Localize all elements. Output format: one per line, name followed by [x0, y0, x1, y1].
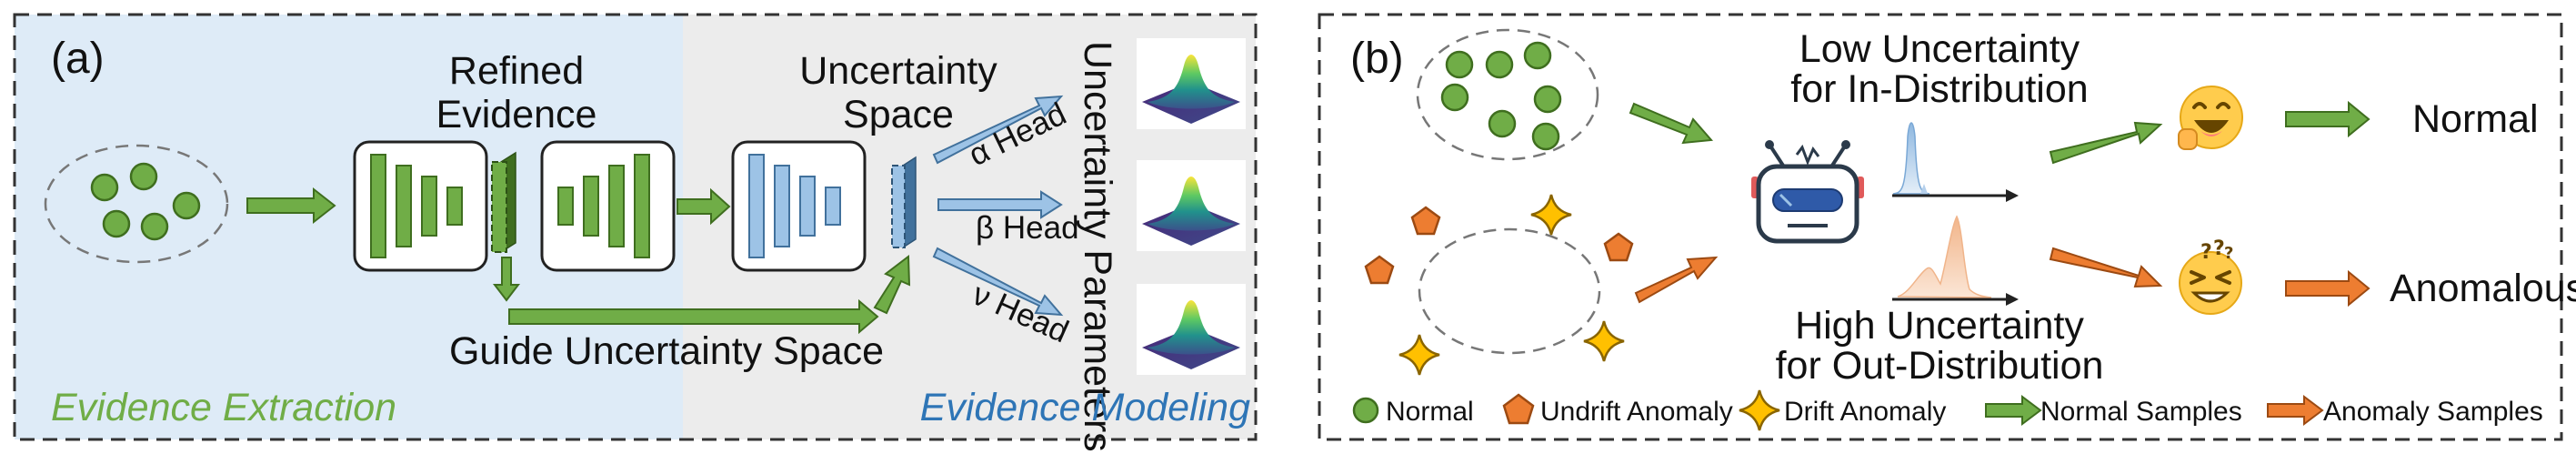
anomaly-samples-ellipse	[1418, 227, 1601, 355]
normal-sample-dots-b	[1440, 41, 1562, 151]
robot-model-icon	[1751, 140, 1864, 244]
high-uncertainty-label-line1: High Uncertainty	[1795, 304, 2084, 348]
legend-drift-marker	[1738, 388, 1781, 432]
panel-a-tag: (a)	[51, 35, 105, 83]
legend-anomaly-samples-label: Anomaly Samples	[2323, 397, 2543, 427]
evidence-encoder-box	[353, 140, 488, 272]
arrow-to-uncertainty-network	[677, 187, 731, 226]
beta-distribution-plot	[1137, 160, 1246, 251]
uncertainty-network-box	[731, 140, 867, 272]
decoder-layers	[557, 154, 650, 258]
guide-uncertainty-label: Guide Uncertainty Space	[449, 329, 884, 373]
normal-output-label: Normal	[2412, 97, 2539, 141]
refined-evidence-label-line1: Refined	[449, 49, 584, 93]
legend-undrift-label: Undrift Anomaly	[1540, 397, 1733, 427]
panel-a: (a) Refined Evidence	[13, 13, 1258, 452]
legend: Normal Undrift Anomaly Drift Anomaly Nor…	[1352, 388, 2543, 432]
evidence-modeling-label: Evidence Modeling	[920, 386, 1250, 429]
evidence-extraction-label: Evidence Extraction	[51, 386, 396, 429]
arrow-normal-to-model	[1629, 102, 1714, 145]
legend-normal-samples-arrow	[1985, 395, 2042, 426]
uncertainty-space-label-line1: Uncertainty	[799, 49, 997, 93]
svg-text:?: ?	[2213, 237, 2225, 260]
arrow-high-to-anomalous	[2049, 247, 2163, 288]
arrow-input-to-encoder	[246, 187, 336, 225]
happy-face-icon	[2178, 86, 2243, 150]
panel-b-tag: (b)	[1350, 35, 1404, 83]
legend-normal-samples-label: Normal Samples	[2040, 397, 2242, 427]
uncertainty-parameters-label: Uncertainty Parameters	[1076, 41, 1119, 452]
legend-anomaly-samples-arrow	[2267, 395, 2324, 426]
legend-normal-label: Normal	[1386, 397, 1474, 427]
low-uncertainty-distribution	[1892, 122, 2019, 202]
nu-distribution-plot	[1137, 284, 1246, 375]
uncertainty-network-layers	[748, 154, 841, 258]
refined-evidence-vector	[491, 151, 516, 254]
arrow-to-anomalous-output	[2285, 269, 2371, 308]
arrow-nu-head	[932, 247, 1064, 317]
legend-drift-label: Drift Anomaly	[1784, 397, 1946, 427]
panel-a-border	[13, 13, 1258, 441]
panel-b-border	[1318, 13, 2563, 441]
arrow-beta-head	[937, 190, 1063, 219]
legend-undrift-marker	[1502, 393, 1535, 425]
arrow-guide-up	[873, 255, 911, 315]
high-uncertainty-label-line2: for Out-Distribution	[1776, 344, 2104, 388]
arrow-to-normal-output	[2285, 100, 2371, 138]
normal-sample-dots	[90, 162, 201, 241]
input-samples-ellipse	[44, 144, 229, 264]
confused-face-icon: ? ? ?	[2179, 237, 2242, 315]
encoder-layers	[370, 154, 463, 258]
refined-evidence-label-line2: Evidence	[436, 93, 597, 136]
normal-samples-ellipse	[1416, 28, 1599, 161]
arrow-guide-uncertainty	[508, 298, 879, 335]
low-uncertainty-label-line1: Low Uncertainty	[1799, 27, 2080, 71]
svg-text:?: ?	[2224, 244, 2233, 263]
legend-normal-marker	[1352, 397, 1379, 424]
anomalous-output-label: Anomalous	[2390, 267, 2576, 310]
undrift-anomaly-pentagons	[1364, 206, 1634, 285]
arrow-anomaly-to-model	[1634, 256, 1719, 304]
arrow-evidence-down	[492, 257, 521, 302]
low-uncertainty-label-line2: for In-Distribution	[1790, 67, 2088, 111]
arrow-low-to-normal	[2049, 121, 2163, 165]
alpha-distribution-plot	[1137, 38, 1246, 129]
high-uncertainty-distribution	[1892, 215, 2019, 306]
panel-b: (b)	[1318, 13, 2576, 441]
arrow-alpha-head	[932, 95, 1064, 165]
uncertainty-space-label-line2: Space	[843, 93, 954, 136]
uncertainty-space-vector	[891, 156, 917, 249]
svg-text:?: ?	[2200, 241, 2212, 264]
beta-head-label: β Head	[976, 210, 1079, 246]
